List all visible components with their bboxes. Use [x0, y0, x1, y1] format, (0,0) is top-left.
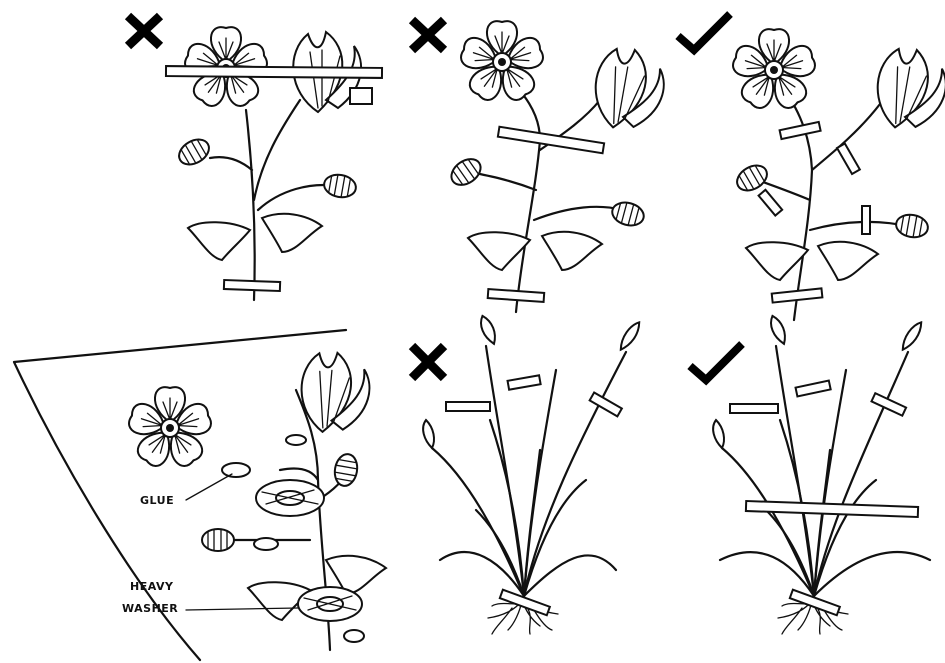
panel-flower-tape-through-bloom: [128, 16, 382, 300]
panel-flower-small-tape-strips: [678, 14, 945, 320]
glue-dab: [222, 463, 250, 477]
tape-strip: [166, 66, 382, 78]
tape-strip: [837, 144, 860, 174]
check-icon: [690, 344, 742, 380]
heavy-washer: [298, 587, 362, 621]
cross-icon: [412, 20, 444, 50]
cross-icon: [412, 346, 444, 378]
glue-dab: [254, 538, 278, 550]
tape-strip: [224, 280, 280, 291]
cross-icon: [128, 16, 160, 46]
panel-grass-few-strips: [412, 314, 641, 634]
washer-label-line1: HEAVY: [130, 580, 174, 593]
tape-strip: [350, 88, 372, 104]
tape-strip: [498, 127, 604, 153]
tape-strip: [759, 190, 783, 216]
tape-strip: [862, 206, 870, 234]
panel-grass-with-long-strip: [690, 314, 930, 634]
check-icon: [678, 14, 730, 50]
tape-strip: [508, 375, 541, 389]
heavy-washer: [256, 480, 324, 516]
tape-strip: [446, 402, 490, 411]
glue-callout-line: [186, 474, 232, 500]
tape-strip: [730, 404, 778, 413]
panel-flower-glue-and-washer: GLUE HEAVY WASHER: [14, 330, 386, 660]
washer-label-line2: WASHER: [122, 602, 178, 615]
tape-strip: [780, 122, 821, 139]
tape-strip: [772, 288, 823, 302]
tape-strip: [488, 289, 544, 302]
glue-label: GLUE: [140, 494, 174, 507]
glue-dab: [286, 435, 306, 445]
tape-strip: [796, 381, 831, 397]
panel-flower-tape-across-stems: [412, 20, 669, 312]
